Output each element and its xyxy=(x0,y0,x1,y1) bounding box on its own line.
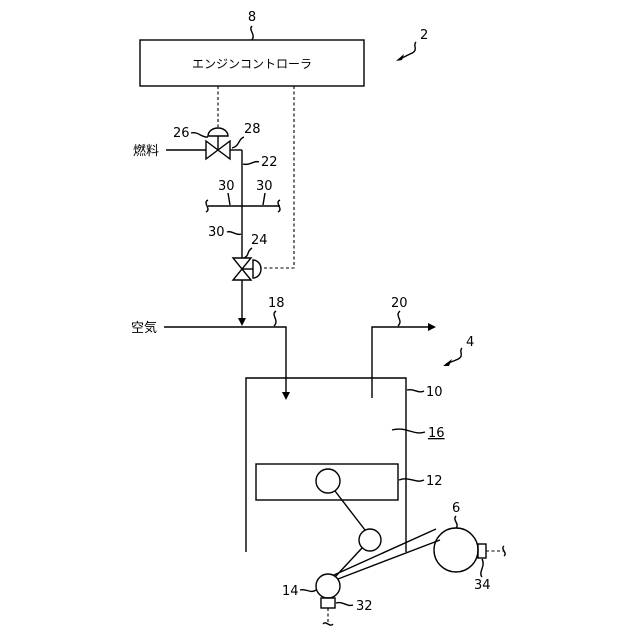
chamber-ref-leader xyxy=(392,429,425,433)
branch-break-right xyxy=(278,200,280,212)
chamber-ref: 16 xyxy=(428,426,445,441)
crankshaft xyxy=(316,574,340,598)
sensor-34-ref: 34 xyxy=(474,578,491,593)
air-label: 空気 xyxy=(131,320,157,336)
motor-ref-leader xyxy=(455,516,457,528)
valve-ref-28-leader xyxy=(232,137,244,148)
fuel-valve-ref: 26 xyxy=(173,126,190,141)
exhaust-ref-leader xyxy=(398,311,400,326)
exhaust-ref: 20 xyxy=(391,296,408,311)
connecting-rod xyxy=(335,491,365,530)
sensor-34-ref-leader xyxy=(481,559,483,577)
piston-ref-leader xyxy=(399,479,424,481)
system-ref-arrowhead xyxy=(396,54,404,61)
controller-leader xyxy=(251,26,253,40)
branch-ref-right-leader xyxy=(263,193,265,205)
sensor-32 xyxy=(321,598,335,608)
branch-ref-bottom-leader xyxy=(227,232,241,235)
branch-ref-right: 30 xyxy=(256,179,273,194)
fuel-valve-actuator xyxy=(208,128,228,136)
motor xyxy=(434,528,478,572)
engine-ref: 4 xyxy=(466,335,474,350)
intake-ref-leader xyxy=(274,311,276,326)
sensor-34 xyxy=(478,544,486,558)
injector-outlet-arrowhead xyxy=(238,318,246,326)
exhaust-duct xyxy=(372,327,428,398)
cylinder-ref: 10 xyxy=(426,385,443,400)
branch-ref-bottom: 30 xyxy=(208,225,225,240)
injector-valve-actuator xyxy=(253,260,261,278)
crank-ref: 14 xyxy=(282,584,299,599)
sensor-32-break xyxy=(323,623,333,625)
belt-upper xyxy=(334,529,436,575)
engine-ref-leader xyxy=(446,348,462,364)
injector-valve-ref-leader xyxy=(244,248,252,258)
branch-ref-left: 30 xyxy=(218,179,235,194)
branch-break-left xyxy=(206,200,208,212)
cylinder-ref-leader xyxy=(407,390,424,392)
motor-ref: 6 xyxy=(452,501,460,516)
exhaust-arrowhead xyxy=(428,323,436,331)
controller-ref: 8 xyxy=(248,10,256,25)
piston-ref: 12 xyxy=(426,474,443,489)
fuel-valve-ref-leader xyxy=(191,133,208,137)
crank-ref-leader xyxy=(300,590,316,592)
fuel-line-ref-leader xyxy=(243,162,259,165)
fuel-line-ref: 22 xyxy=(261,155,278,170)
cylinder-wall xyxy=(246,378,406,552)
branch-ref-left-leader xyxy=(228,193,230,205)
intake-arrowhead xyxy=(282,392,290,400)
intake-duct xyxy=(164,327,286,392)
intake-ref: 18 xyxy=(268,296,285,311)
crank-joint xyxy=(359,529,381,551)
injector-valve-ref: 24 xyxy=(251,233,268,248)
piston-pin xyxy=(316,469,340,493)
system-ref: 2 xyxy=(420,28,428,43)
sensor-32-ref-leader xyxy=(336,603,353,606)
sensor-32-ref: 32 xyxy=(356,599,373,614)
belt-lower xyxy=(338,540,440,579)
engine-controller-label: エンジンコントローラ xyxy=(192,57,312,71)
fuel-label: 燃料 xyxy=(133,143,159,159)
valve-ref-28: 28 xyxy=(244,122,261,137)
